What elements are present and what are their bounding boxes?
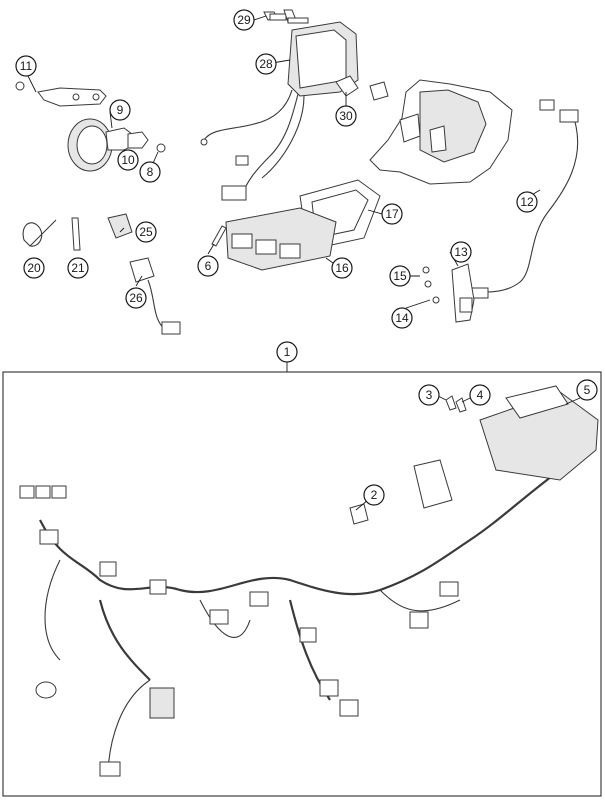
- callout-25: 25: [135, 221, 157, 243]
- callout-15: 15: [389, 265, 411, 287]
- svg-text:11: 11: [20, 59, 33, 73]
- callout-11: 11: [15, 55, 37, 77]
- svg-text:12: 12: [520, 195, 534, 209]
- horn-assembly: [15, 81, 166, 172]
- pin-part: [211, 225, 227, 247]
- svg-text:20: 20: [27, 261, 41, 275]
- svg-text:29: 29: [237, 13, 251, 27]
- callout-12: 12: [516, 191, 538, 213]
- svg-text:21: 21: [71, 261, 85, 275]
- svg-text:14: 14: [395, 311, 409, 325]
- callout-14: 14: [391, 307, 413, 329]
- callout-13: 13: [450, 241, 472, 263]
- callout-3: 3: [418, 384, 440, 406]
- svg-text:10: 10: [121, 153, 135, 167]
- harness-frame: [2, 371, 602, 797]
- callout-8: 8: [139, 161, 161, 183]
- callout-9: 9: [109, 99, 131, 121]
- callout-17: 17: [381, 203, 403, 225]
- callout-2: 2: [363, 484, 385, 506]
- clip-set: [335, 75, 389, 101]
- svg-text:4: 4: [477, 388, 484, 402]
- svg-text:13: 13: [454, 245, 468, 259]
- svg-text:30: 30: [339, 109, 353, 123]
- callout-21: 21: [67, 257, 89, 279]
- strap: [71, 217, 81, 251]
- regulator-rectifier: [200, 9, 359, 201]
- svg-text:8: 8: [147, 165, 154, 179]
- ecu-unit: [225, 179, 381, 271]
- svg-text:2: 2: [371, 488, 378, 502]
- callout-28: 28: [255, 53, 277, 75]
- svg-text:25: 25: [139, 225, 153, 239]
- svg-text:15: 15: [393, 269, 407, 283]
- callout-26: 26: [125, 287, 147, 309]
- callout-29: 29: [233, 9, 255, 31]
- svg-text:26: 26: [129, 291, 143, 305]
- main-wiring-harness: [19, 385, 599, 777]
- svg-text:5: 5: [584, 383, 591, 397]
- callout-20: 20: [23, 257, 45, 279]
- svg-text:16: 16: [335, 261, 349, 275]
- callout-5: 5: [576, 379, 598, 401]
- callout-30: 30: [335, 105, 357, 127]
- svg-text:17: 17: [385, 207, 399, 221]
- mounting-bracket: [422, 263, 475, 323]
- svg-text:9: 9: [117, 103, 124, 117]
- relay: [107, 213, 181, 335]
- callout-16: 16: [331, 257, 353, 279]
- svg-text:3: 3: [426, 388, 433, 402]
- callout-1: 1: [276, 341, 298, 363]
- battery-frame-bracket: [369, 79, 513, 185]
- svg-text:6: 6: [205, 259, 212, 273]
- svg-text:1: 1: [284, 345, 291, 359]
- callout-6: 6: [197, 255, 219, 277]
- callout-10: 10: [117, 149, 139, 171]
- sensor-cable: [469, 99, 579, 299]
- callout-4: 4: [469, 384, 491, 406]
- svg-text:28: 28: [259, 57, 273, 71]
- cable-tie: [22, 219, 57, 247]
